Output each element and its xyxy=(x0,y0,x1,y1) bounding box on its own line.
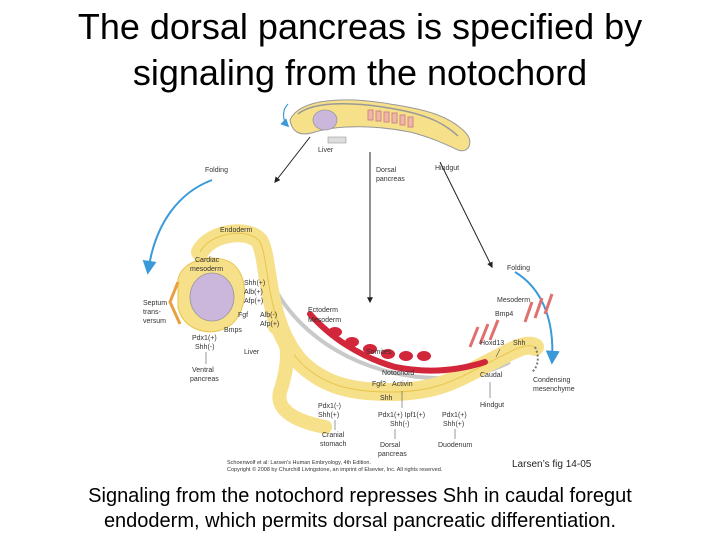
heart-icon xyxy=(189,272,235,322)
label-pdx1-plus-3: Pdx1(+) xyxy=(442,412,467,419)
figure-labels: Liver Dorsal pancreas Hindgut Folding Fo… xyxy=(143,147,575,458)
endoderm-outline xyxy=(199,232,536,393)
label-pdx1-ipf1: Pdx1(+) Ipf1(+) xyxy=(378,412,425,419)
title-line-2: signaling from the notochord xyxy=(132,52,588,93)
label-bmp4: Bmp4 xyxy=(495,311,513,318)
condensing-mesenchyme xyxy=(531,346,539,373)
label-shh-minus-1: Shh(-) xyxy=(195,344,214,351)
label-liver-mid: Liver xyxy=(244,349,260,356)
label-hindgut-top: Hindgut xyxy=(435,165,459,172)
title-line-1: The dorsal pancreas is specified by xyxy=(77,6,643,47)
slide-caption: Signaling from the notochord represses S… xyxy=(20,484,700,534)
endoderm-gut-tube xyxy=(191,224,544,402)
folding-arrow-small xyxy=(280,103,290,128)
label-cardiac-1: Cardiac xyxy=(195,257,220,264)
figure-reference: Larsen’s fig 14-05 xyxy=(512,459,592,470)
label-septum-1: Septum xyxy=(143,300,167,307)
label-shh-caudal: Shh xyxy=(513,340,526,347)
heart-region xyxy=(168,257,245,333)
label-dorsal-pancreas-bottom-2: pancreas xyxy=(378,451,407,458)
label-shh-minus-2: Shh(-) xyxy=(390,421,409,428)
label-pdx1-minus: Pdx1(-) xyxy=(318,403,341,410)
label-caudal: Caudal xyxy=(480,372,503,379)
label-mesoderm-right: Mesoderm xyxy=(497,297,530,304)
caption-line-1: Signaling from the notochord represses S… xyxy=(88,485,632,507)
label-notochord: Notochord xyxy=(382,370,414,377)
label-shh: Shh xyxy=(380,395,393,402)
label-alb-plus: Alb(+) xyxy=(244,289,263,296)
inset-embryo xyxy=(289,99,471,152)
label-hoxd13: Hoxd13 xyxy=(480,340,504,347)
label-afp-plus-2: Afp(+) xyxy=(260,321,279,328)
label-cranial-1: Cranial xyxy=(322,432,345,439)
label-folding-left: Folding xyxy=(205,167,228,174)
label-alb-minus: Alb(-) xyxy=(260,312,277,319)
label-fgf2: Fgf2 xyxy=(372,381,386,388)
label-cranial-2: stomach xyxy=(320,441,347,448)
pointer-arrow-hindgut xyxy=(439,161,493,269)
label-pdx1-plus-1: Pdx1(+) xyxy=(192,335,217,342)
label-bmps: Bmps xyxy=(224,327,242,334)
label-cardiac-2: mesoderm xyxy=(190,266,223,273)
label-ventral-1: Ventral xyxy=(192,367,214,374)
notochord xyxy=(307,311,488,374)
label-shh-plus-2: Shh(+) xyxy=(318,412,339,419)
label-septum-2: trans- xyxy=(143,309,162,316)
label-condensing-2: mesenchyme xyxy=(533,386,575,393)
figure-credit: Schoenwolf et al: Larsen's Human Embryol… xyxy=(227,460,507,473)
caudal-mesoderm-hatch xyxy=(468,293,554,348)
label-duodenum: Duodenum xyxy=(438,442,472,449)
label-hindgut-bottom: Hindgut xyxy=(480,402,504,409)
label-dorsal-pancreas-bottom-1: Dorsal xyxy=(380,442,401,449)
label-dorsal-pancreas-top-1: Dorsal xyxy=(376,167,397,174)
embryology-figure: Liver Dorsal pancreas Hindgut Folding Fo… xyxy=(140,92,600,477)
label-shh-plus-3: Shh(+) xyxy=(443,421,464,428)
ventral-foregut xyxy=(268,320,332,434)
label-shh-plus: Shh(+) xyxy=(244,280,265,287)
label-mesoderm-mid: Mesoderm xyxy=(308,317,341,324)
label-condensing-1: Condensing xyxy=(533,377,570,384)
pointer-arrow-liver xyxy=(274,136,311,183)
folding-arrow-left xyxy=(142,179,213,275)
credit-line-1: Schoenwolf et al: Larsen's Human Embryol… xyxy=(227,460,372,466)
label-dorsal-pancreas-top-2: pancreas xyxy=(376,176,405,183)
label-afp-plus: Afp(+) xyxy=(244,298,263,305)
label-activin: Activin xyxy=(392,381,413,388)
inset-heart xyxy=(312,109,338,131)
label-septum-3: versum xyxy=(143,318,166,325)
label-ectoderm: Ectoderm xyxy=(308,307,338,314)
label-endoderm: Endoderm xyxy=(220,227,252,234)
caption-line-2: endoderm, which permits dorsal pancreati… xyxy=(103,510,617,532)
label-folding-right: Folding xyxy=(507,265,530,272)
folding-arrow-right xyxy=(514,271,560,365)
slide-title: The dorsal pancreas is specified by sign… xyxy=(60,4,660,96)
label-fgf: Fgf xyxy=(238,312,248,319)
label-ventral-2: pancreas xyxy=(190,376,219,383)
label-somites: Somites xyxy=(366,349,392,356)
label-liver-top: Liver xyxy=(318,147,334,154)
credit-line-2: Copyright © 2008 by Churchill Livingston… xyxy=(227,466,443,473)
leader-lines xyxy=(205,348,501,439)
